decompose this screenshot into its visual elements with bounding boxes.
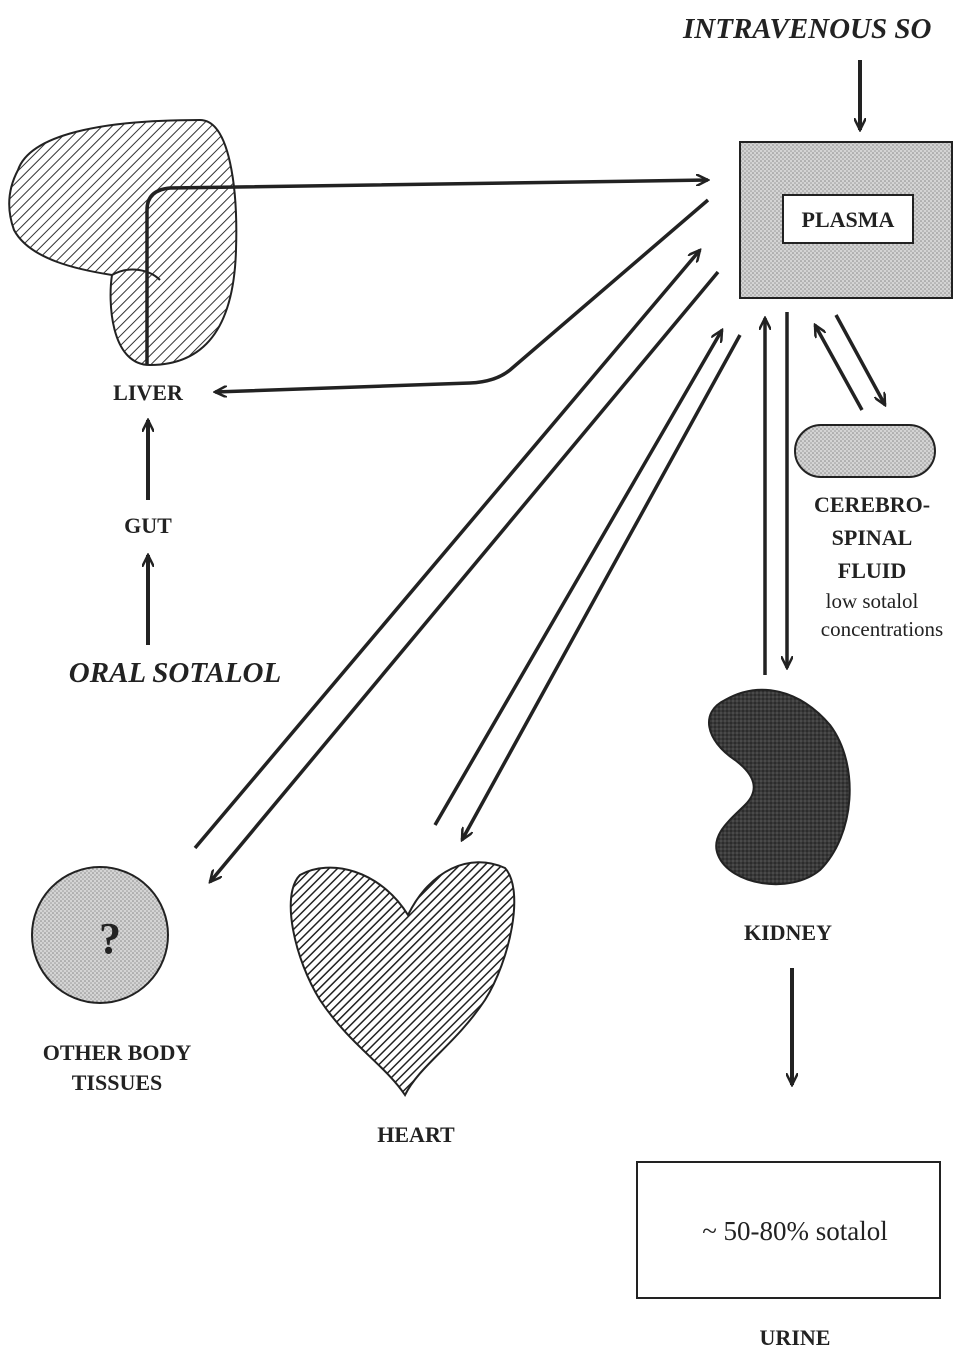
plasma-to-csf-arrow (836, 315, 885, 405)
csf-label-line2: SPINAL (832, 525, 913, 550)
tissues-to-plasma-arrow (195, 250, 700, 848)
csf-note-line1: low sotalol (826, 589, 919, 613)
heart-label: HEART (377, 1122, 455, 1147)
other-tissues-label-line1: OTHER BODY (43, 1040, 192, 1065)
kidney-shape (709, 690, 850, 884)
csf-label-line3: FLUID (838, 558, 906, 583)
liver-label: LIVER (113, 380, 184, 405)
oral-label: ORAL SOTALOL (69, 657, 281, 689)
heart-to-plasma-arrow (435, 330, 722, 825)
intravenous-label: INTRAVENOUS SO (682, 13, 931, 45)
gut-label: GUT (124, 513, 172, 538)
csf-note-line2: concentrations (821, 617, 943, 641)
plasma-box: PLASMA (740, 142, 952, 298)
csf-to-plasma-arrow (815, 325, 862, 410)
plasma-to-liver-arrow (215, 200, 708, 392)
liver-shape (9, 120, 236, 365)
plasma-label: PLASMA (802, 207, 895, 232)
plasma-to-tissues-arrow (210, 272, 718, 882)
urine-amount: ~ 50-80% sotalol (702, 1216, 888, 1246)
csf-label-line1: CEREBRO- (814, 492, 930, 517)
kidney-label: KIDNEY (744, 920, 832, 945)
urine-label: URINE (760, 1325, 831, 1350)
other-tissues-label-line2: TISSUES (72, 1070, 163, 1095)
other-tissues-symbol: ? (99, 914, 121, 963)
csf-capsule (795, 425, 935, 477)
heart-shape (291, 862, 515, 1095)
